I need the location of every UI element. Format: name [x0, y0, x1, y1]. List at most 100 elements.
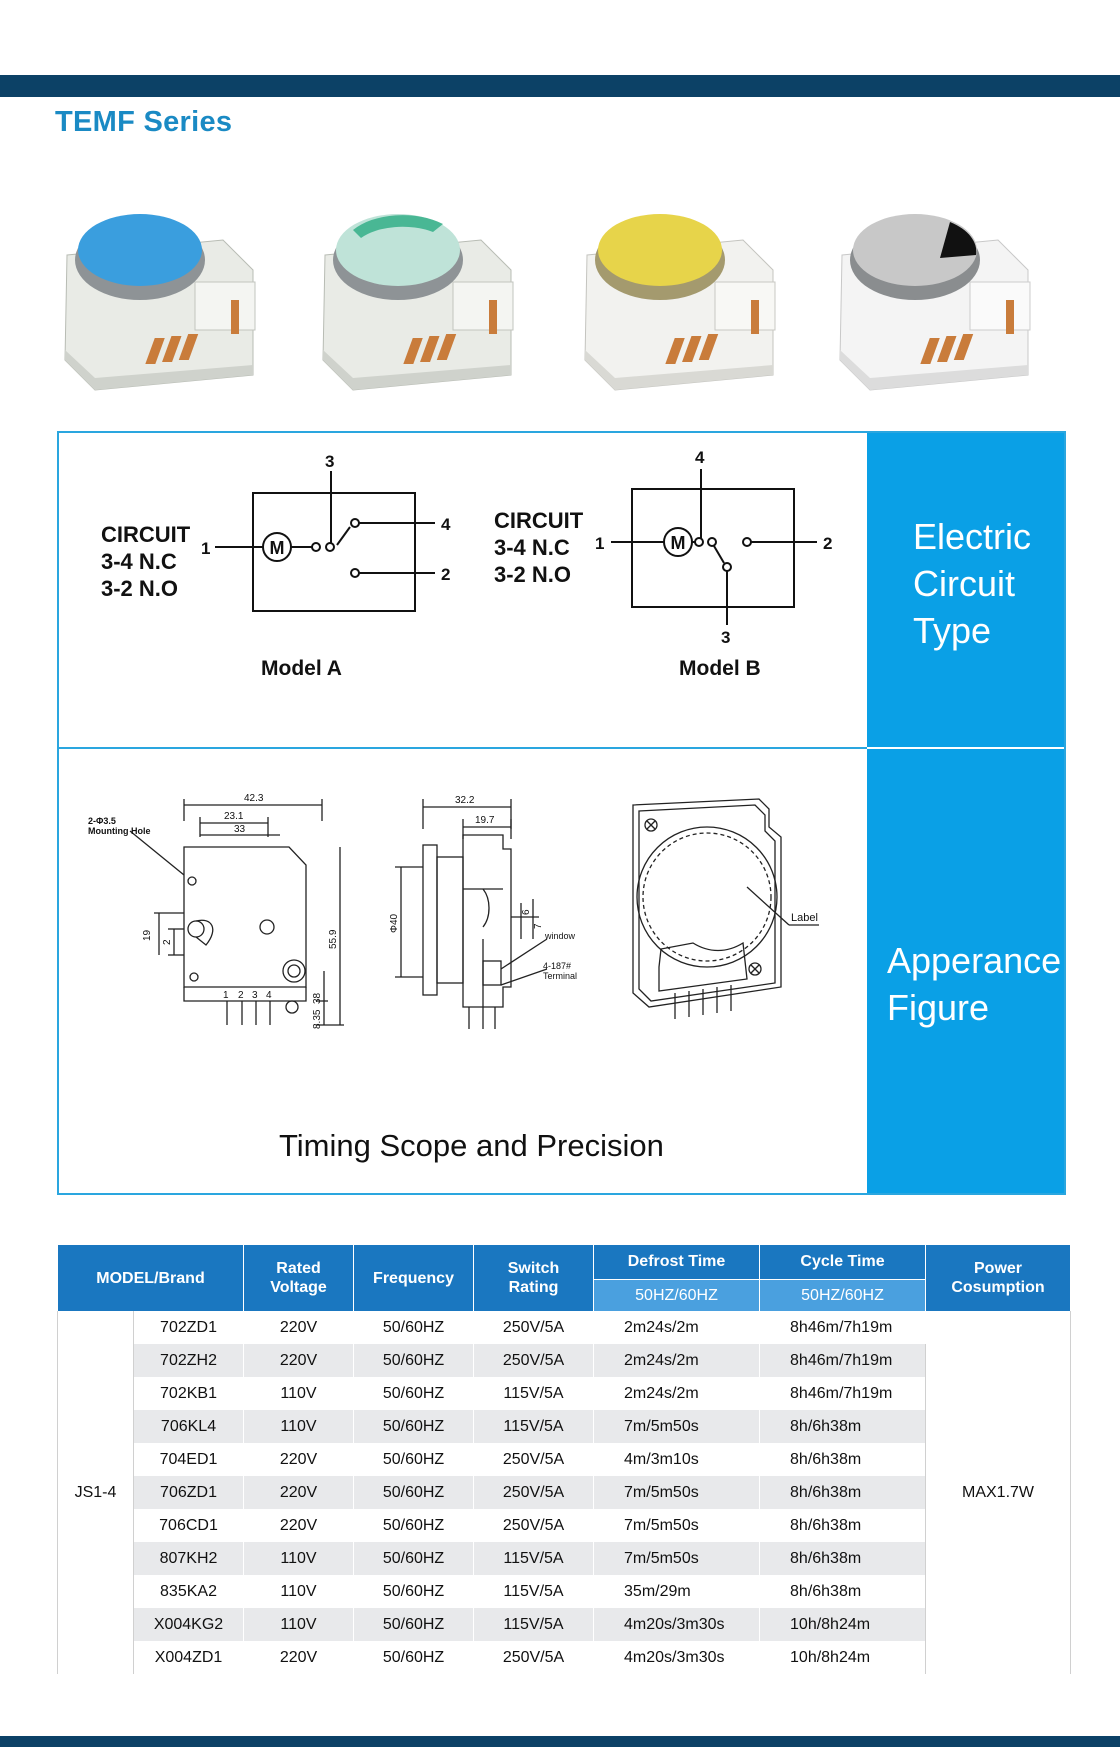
terminal-1-label: 1 — [201, 539, 210, 558]
model-a-circuit-text: CIRCUIT 3-4 N.C 3-2 N.O — [101, 521, 190, 602]
timer-label — [598, 214, 722, 286]
dim-2: 2 — [162, 939, 173, 945]
circuit-section: CIRCUIT 3-4 N.C 3-2 N.O M 1 4 2 — [59, 433, 867, 747]
switch-rating-cell: 115V/5A — [473, 1377, 595, 1410]
cycle-time-cell: 8h46m/7h19m — [759, 1344, 927, 1377]
header-defrost-time: Defrost Time — [593, 1245, 761, 1279]
defrost-time-cell: 7m/5m50s — [593, 1410, 761, 1443]
cycle-time-cell: 10h/8h24m — [759, 1608, 927, 1641]
switch-rating-cell: 115V/5A — [473, 1542, 595, 1575]
cycle-time-cell: 8h/6h38m — [759, 1542, 927, 1575]
frequency-cell: 50/60HZ — [353, 1542, 475, 1575]
model-a-label: Model A — [261, 657, 342, 680]
cycle-time-cell: 8h/6h38m — [759, 1575, 927, 1608]
window-callout: window — [544, 931, 576, 941]
side-divider — [867, 747, 1064, 749]
defrost-time-cell: 2m24s/2m — [593, 1377, 761, 1410]
dim-42-3: 42.3 — [244, 793, 264, 804]
model-cell: X004ZD1 — [132, 1641, 245, 1674]
switch-rating-cell: 250V/5A — [473, 1443, 595, 1476]
dim-phi-40: Φ40 — [389, 913, 400, 933]
side-view-drawing: 32.2 19.7 Φ40 6 7 window 4-187# Terminal — [389, 795, 577, 1029]
frequency-cell: 50/60HZ — [353, 1410, 475, 1443]
voltage-cell: 110V — [243, 1608, 355, 1641]
pin-3-label: 3 — [252, 990, 258, 1001]
frequency-cell: 50/60HZ — [353, 1311, 475, 1344]
product-photo-3 — [584, 214, 776, 391]
model-cell: X004KG2 — [132, 1608, 245, 1641]
back-view-drawing: Label — [632, 798, 819, 1019]
dim-32-2: 32.2 — [455, 795, 475, 806]
frequency-cell: 50/60HZ — [353, 1344, 475, 1377]
switch-rating-cell: 115V/5A — [473, 1410, 595, 1443]
header-model-brand: MODEL/Brand — [56, 1245, 245, 1311]
motor-symbol: M — [671, 533, 686, 553]
model-cell: 702ZH2 — [132, 1344, 245, 1377]
switch-rating-cell: 250V/5A — [473, 1344, 595, 1377]
voltage-cell: 220V — [243, 1641, 355, 1674]
model-cell: 835KA2 — [132, 1575, 245, 1608]
product-photo-1 — [64, 214, 256, 391]
series-title: TEMF Series — [55, 106, 233, 138]
model-cell: 807KH2 — [132, 1542, 245, 1575]
cycle-time-cell: 8h/6h38m — [759, 1410, 927, 1443]
defrost-time-cell: 7m/5m50s — [593, 1542, 761, 1575]
circuit-line-3: 3-2 N.O — [494, 562, 572, 587]
section-divider — [59, 747, 1064, 749]
model-cell: 702ZD1 — [132, 1311, 245, 1344]
timer-body — [839, 214, 1031, 391]
defrost-time-cell: 7m/5m50s — [593, 1476, 761, 1509]
dim-8-35: 8.35 — [312, 1009, 323, 1029]
dim-7: 7 — [533, 923, 544, 929]
switch-rating-cell: 250V/5A — [473, 1509, 595, 1542]
dim-38: 38 — [312, 992, 323, 1004]
model-b-circuit-text: CIRCUIT 3-4 N.C 3-2 N.O — [494, 507, 583, 588]
dim-33: 33 — [234, 824, 246, 835]
side-label-line: Figure — [887, 987, 990, 1028]
circuit-line-2: 3-4 N.C — [101, 549, 177, 574]
voltage-cell: 110V — [243, 1410, 355, 1443]
model-a-diagram: M 1 4 2 3 — [201, 452, 451, 612]
cycle-time-cell: 10h/8h24m — [759, 1641, 927, 1674]
model-cell: 706KL4 — [132, 1410, 245, 1443]
spec-box: CIRCUIT 3-4 N.C 3-2 N.O M 1 4 2 — [57, 431, 1066, 1195]
cycle-time-cell: 8h46m/7h19m — [759, 1377, 927, 1410]
terminal-4-label: 4 — [695, 448, 705, 467]
pin-4-label: 4 — [266, 990, 272, 1001]
model-cell: 706CD1 — [132, 1509, 245, 1542]
frequency-cell: 50/60HZ — [353, 1377, 475, 1410]
voltage-cell: 110V — [243, 1377, 355, 1410]
terminal-callout-1: 4-187# — [543, 961, 571, 971]
cycle-time-cell: 8h/6h38m — [759, 1443, 927, 1476]
frequency-cell: 50/60HZ — [353, 1476, 475, 1509]
circuit-line-1: CIRCUIT — [494, 508, 584, 533]
dim-19-7: 19.7 — [475, 815, 495, 826]
defrost-time-cell: 2m24s/2m — [593, 1311, 761, 1344]
brand-cell: JS1-4 — [57, 1311, 134, 1674]
product-photo-2 — [322, 214, 514, 391]
dim-23-1: 23.1 — [224, 811, 244, 822]
terminal-3-label: 3 — [325, 452, 334, 471]
frequency-cell: 50/60HZ — [353, 1608, 475, 1641]
terminal-4-label: 4 — [441, 515, 451, 534]
model-b-label: Model B — [679, 657, 761, 680]
timer-body — [322, 214, 514, 391]
cycle-time-cell: 8h/6h38m — [759, 1509, 927, 1542]
circuit-line-2: 3-4 N.C — [494, 535, 570, 560]
frequency-cell: 50/60HZ — [353, 1509, 475, 1542]
mounting-hole-size: 2-Φ3.5 — [88, 816, 116, 826]
voltage-cell: 220V — [243, 1509, 355, 1542]
header-cycle-time: Cycle Time — [759, 1245, 927, 1279]
timing-scope-title: Timing Scope and Precision — [279, 1128, 664, 1163]
product-photos — [55, 200, 1065, 400]
